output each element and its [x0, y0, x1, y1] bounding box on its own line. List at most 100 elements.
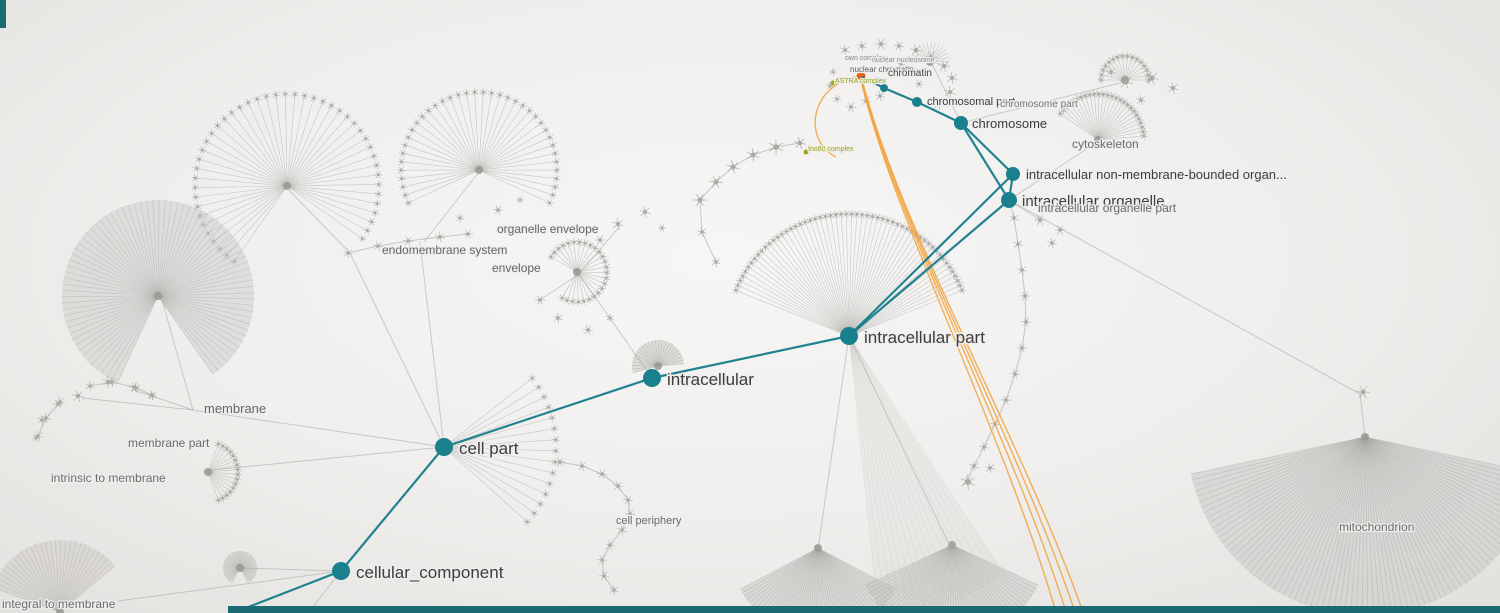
leaf-flower-icon — [552, 157, 561, 166]
graph-edge — [931, 63, 962, 124]
leaf-flower-icon — [374, 171, 383, 179]
collapsed-cluster-node[interactable] — [204, 439, 242, 505]
highlighted-term-dot[interactable] — [861, 65, 867, 71]
leaf-flower-icon — [711, 256, 721, 268]
node-cellular-component[interactable] — [332, 562, 350, 580]
collapsed-cluster-node[interactable] — [731, 210, 967, 340]
leaf-flower-icon — [454, 91, 463, 99]
node-label-chromosome[interactable]: chromosome — [971, 115, 1049, 133]
leaf-flower-icon — [858, 210, 867, 219]
node-label-cellular-component[interactable]: cellular_component — [355, 562, 506, 584]
leaf-flower-icon — [574, 297, 582, 306]
leaf-flower-icon — [924, 239, 933, 248]
graph-edge — [211, 446, 445, 471]
term-label[interactable]: ASTRA complex — [834, 77, 888, 87]
leaf-flower-icon — [253, 95, 262, 103]
collapsed-cluster-node[interactable] — [396, 88, 561, 207]
leaf-flower-icon — [107, 376, 117, 388]
path-edge — [916, 101, 962, 124]
leaf-flower-icon — [1099, 66, 1107, 75]
leaf-flower-icon — [548, 191, 557, 200]
term-label[interactable]: chromosome part — [999, 98, 1080, 112]
term-label[interactable]: intrinsic to membrane — [50, 470, 168, 487]
leaf-flower-icon — [551, 435, 560, 444]
leaf-flower-icon — [191, 174, 200, 182]
leaf-flower-icon — [371, 208, 379, 217]
leaf-flower-icon — [362, 134, 370, 143]
term-label[interactable]: endomembrane system — [381, 242, 509, 259]
node-cell-part[interactable] — [435, 438, 453, 456]
node-intracellular[interactable] — [643, 369, 661, 387]
node-label-cell-part[interactable]: cell part — [458, 438, 521, 460]
leaf-flower-icon — [220, 114, 229, 123]
leaf-flower-icon — [548, 413, 556, 422]
leaf-flower-icon — [773, 233, 782, 242]
leaf-flower-icon — [553, 312, 563, 324]
term-label[interactable]: cell periphery — [615, 514, 683, 529]
path-node[interactable] — [880, 84, 888, 92]
collapsed-cluster-node[interactable] — [62, 200, 255, 384]
collapsed-cluster-node[interactable] — [845, 332, 1005, 613]
node-intracellular-organelle[interactable] — [1001, 192, 1017, 208]
term-label[interactable]: membrane — [203, 400, 268, 418]
leaf-flower-icon — [657, 224, 667, 232]
node-chromosomal-part[interactable] — [912, 97, 922, 107]
term-label[interactable]: intracellular organelle part — [1037, 200, 1178, 217]
term-label[interactable]: nuclear nucleosome — [871, 56, 936, 66]
node-intracellular-part[interactable] — [840, 327, 858, 345]
node-chromosome[interactable] — [954, 116, 968, 130]
node-intracellular-non-membrane-bounded-organelle[interactable] — [1006, 167, 1020, 181]
collapsed-cluster-node[interactable] — [0, 539, 116, 613]
graph-edge — [192, 409, 445, 448]
highlighted-term-dot[interactable] — [803, 149, 809, 155]
node-label-intracellular-organelle[interactable]: intracellular organelle — [1021, 192, 1167, 212]
term-label[interactable]: chromatin — [887, 67, 933, 81]
leaf-flower-icon — [863, 211, 872, 220]
leaf-flower-icon — [504, 93, 512, 102]
term-label[interactable]: organelle envelope — [496, 221, 600, 238]
term-label[interactable]: integral to membrane — [1, 596, 117, 613]
graph-edge — [239, 567, 342, 572]
leaf-flower-icon — [536, 499, 545, 508]
collapsed-cluster-node[interactable] — [1190, 433, 1500, 613]
term-label[interactable]: own complex — [844, 54, 888, 64]
leaf-flower-icon — [969, 460, 979, 472]
leaf-flower-icon — [470, 88, 479, 97]
collapsed-cluster-node[interactable] — [223, 551, 257, 583]
node-label-chromosomal-part[interactable]: chromosomal part — [926, 95, 1017, 110]
highlighted-term-dot[interactable] — [830, 80, 836, 86]
path-edge — [651, 334, 850, 380]
leaf-flower-icon — [586, 241, 595, 250]
path-edge — [883, 86, 918, 104]
bottom-bar[interactable] — [228, 606, 1500, 613]
leaf-flower-icon — [613, 481, 623, 491]
collapsed-cluster-node[interactable] — [547, 238, 611, 306]
leaf-flower-icon — [624, 509, 636, 519]
term-label[interactable]: membrane part — [127, 435, 212, 452]
node-label-intracellular-part[interactable]: intracellular part — [863, 327, 987, 349]
leaf-flower-icon — [1119, 75, 1133, 89]
term-label[interactable]: mitochondrion — [1338, 519, 1416, 536]
graph-edge — [81, 397, 194, 411]
term-label[interactable]: envelope — [491, 260, 543, 277]
leaf-flower-icon — [553, 166, 561, 175]
leaf-flower-icon — [262, 92, 271, 101]
leaf-flower-icon — [546, 133, 554, 142]
leaf-flower-icon — [214, 439, 223, 448]
collapsed-cluster-node[interactable] — [740, 544, 896, 613]
collapsed-cluster-node[interactable] — [865, 541, 1039, 613]
node-label-intracellular-non-membrane-bounded-organelle[interactable]: intracellular non-membrane-bounded organ… — [1025, 166, 1289, 184]
node-label-intracellular[interactable]: intracellular — [666, 369, 756, 391]
term-label[interactable]: cytoskeleton — [1071, 136, 1140, 153]
term-label[interactable]: nuclear chromatin — [849, 64, 915, 76]
collapsed-cluster-node[interactable] — [191, 89, 383, 266]
term-label[interactable]: Ino80 complex — [807, 145, 856, 155]
collapsed-cluster-node[interactable] — [631, 340, 684, 374]
collapsed-cluster-node[interactable] — [1056, 90, 1148, 144]
leaf-flower-icon — [404, 133, 412, 142]
leaf-flower-icon — [222, 491, 231, 500]
leaf-flower-icon — [874, 38, 888, 50]
